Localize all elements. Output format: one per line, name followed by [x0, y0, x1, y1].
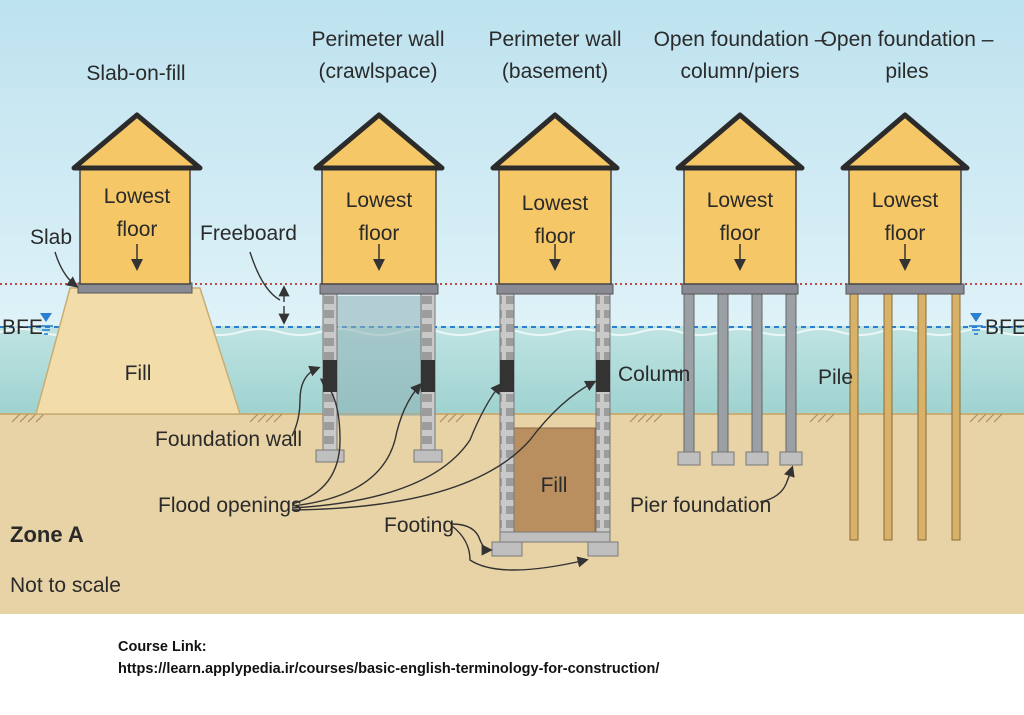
- house-roof: [840, 112, 970, 171]
- pier-footing: [711, 451, 735, 466]
- lowest-floor-label: floor: [535, 225, 576, 248]
- perimeter-wall-crawlspace: [313, 112, 445, 463]
- house-roof: [490, 112, 620, 171]
- footing-right: [413, 449, 443, 463]
- header-piles-line2: piles: [885, 60, 928, 83]
- slab-on-fill: [35, 112, 242, 415]
- flood-openings-leader-3: [291, 382, 502, 509]
- flood-opening-left: [323, 360, 337, 392]
- header-columns-line1: Open foundation –: [654, 28, 827, 51]
- house-roof: [675, 112, 805, 171]
- bfe-label-left: BFE: [2, 316, 43, 339]
- freeboard-label: Freeboard: [200, 222, 297, 245]
- zone-label: Zone A: [10, 522, 84, 547]
- footing-leader-1: [451, 523, 493, 556]
- house-roof: [313, 112, 445, 171]
- pier-footing: [779, 451, 803, 466]
- header-piles-line1: Open foundation –: [821, 28, 994, 51]
- floor-slab: [681, 283, 799, 295]
- floor-slab: [845, 283, 965, 295]
- flood-openings-leader-2: [291, 382, 422, 507]
- open-foundation-columns: [675, 112, 805, 466]
- fill-label: Fill: [125, 362, 152, 385]
- lowest-floor-label: floor: [359, 222, 400, 245]
- scale-label: Not to scale: [10, 574, 121, 597]
- pile: [849, 293, 859, 541]
- lowest-floor-label: floor: [117, 218, 158, 241]
- ground-hatching: [11, 413, 1003, 423]
- flood-opening-left: [500, 360, 514, 392]
- foundation-wall-leader: [291, 365, 321, 437]
- slab-leader: [54, 251, 79, 288]
- foundation-wall-left: [499, 293, 515, 545]
- open-foundation-piles: [840, 112, 970, 541]
- footing-right: [587, 541, 619, 557]
- pile-label: Pile: [818, 366, 853, 389]
- pier-footing: [745, 451, 769, 466]
- footing-left: [315, 449, 345, 463]
- house-roof: [71, 112, 203, 171]
- column: [751, 293, 763, 453]
- flood-openings-label: Flood openings: [158, 494, 302, 517]
- pier-footing: [677, 451, 701, 466]
- freeboard-leader: [249, 251, 281, 301]
- floor-slab: [496, 283, 614, 295]
- fill-mound: [35, 287, 242, 415]
- header-crawlspace-line1: Perimeter wall: [311, 28, 444, 51]
- slab-label: Slab: [30, 226, 72, 249]
- lowest-floor-label: Lowest: [104, 185, 171, 208]
- footing-leader-2: [451, 525, 589, 571]
- lowest-floor-label: Lowest: [707, 189, 774, 212]
- pier-foundation-leader: [759, 465, 795, 503]
- column: [785, 293, 797, 453]
- header-slab-on-fill: Slab-on-fill: [86, 62, 185, 85]
- footing-left: [491, 541, 523, 557]
- basement-floor: [499, 531, 611, 543]
- header-basement-line1: Perimeter wall: [488, 28, 621, 51]
- bfe-marker-left: [39, 313, 53, 335]
- lowest-floor-label: floor: [885, 222, 926, 245]
- pier-foundation-label: Pier foundation: [630, 494, 771, 517]
- foundation-wall-right: [595, 293, 611, 545]
- lowest-floor-label: Lowest: [872, 189, 939, 212]
- flood-openings-leader-1: [291, 378, 341, 505]
- column: [717, 293, 729, 453]
- basement-fill: [512, 427, 596, 533]
- course-link-url[interactable]: https://learn.applypedia.ir/courses/basi…: [118, 661, 660, 677]
- lowest-floor-label: Lowest: [522, 192, 589, 215]
- footing-label: Footing: [384, 514, 454, 537]
- flood-openings-leader-4: [291, 380, 597, 511]
- flood-opening-right: [596, 360, 610, 392]
- lowest-floor-label: Lowest: [346, 189, 413, 212]
- basement-fill-label: Fill: [541, 474, 568, 497]
- course-caption-title: Course Link:: [118, 639, 207, 655]
- crawlspace-void: [336, 296, 422, 416]
- course-caption: Course Link: https://learn.applypedia.ir…: [118, 636, 659, 680]
- header-basement-line2: (basement): [502, 60, 608, 83]
- foundation-wall-label: Foundation wall: [155, 428, 302, 451]
- floor-slab: [319, 283, 439, 295]
- pile: [951, 293, 961, 541]
- header-columns-line2: column/piers: [680, 60, 799, 83]
- flood-opening-right: [421, 360, 435, 392]
- lowest-floor-label: floor: [720, 222, 761, 245]
- perimeter-wall-basement: [490, 112, 620, 557]
- column-label: Column: [618, 363, 690, 386]
- bfe-marker-right: [969, 313, 983, 335]
- bfe-label-right: BFE: [985, 316, 1024, 339]
- header-crawlspace-line2: (crawlspace): [318, 60, 437, 83]
- pile: [883, 293, 893, 541]
- pile: [917, 293, 927, 541]
